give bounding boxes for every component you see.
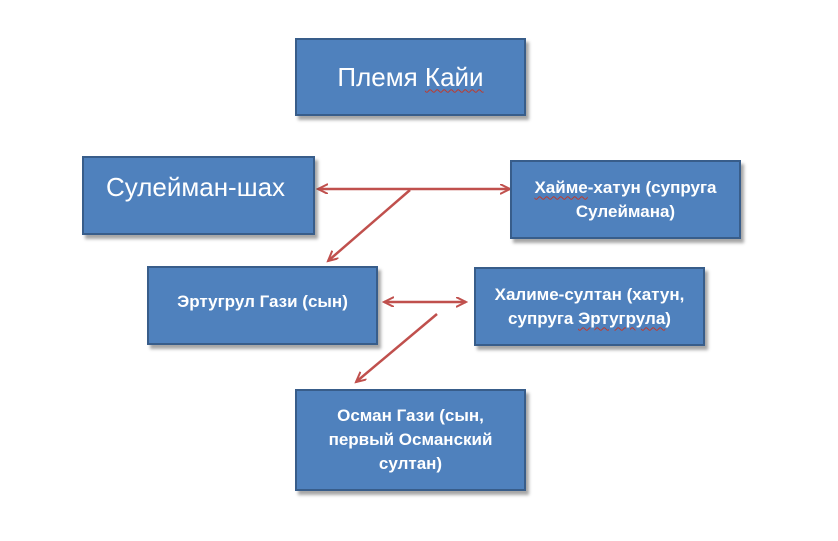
osman-label: Осман Гази (сын, первый Османский султан…	[328, 406, 493, 473]
halime-label-c: )	[665, 308, 671, 328]
arrow-halime-osman	[356, 313, 438, 382]
osman-node: Осман Гази (сын, первый Османский султан…	[295, 389, 526, 491]
suleyman-label: Сулейман-шах	[106, 172, 286, 202]
suleyman-node: Сулейман-шах	[82, 156, 315, 235]
tribe-node: Племя Кайи	[295, 38, 526, 116]
halime-label-b: Эртугрула	[578, 308, 666, 328]
halime-label-a: Халиме-султан (хатун, супруга	[494, 284, 685, 328]
arrow-suleyman-ertugrul	[328, 189, 411, 261]
hayme-node: Хайме-хатун (супруга Сулеймана)	[510, 160, 741, 239]
hayme-label-b: -хатун (супруга Сулеймана)	[575, 177, 717, 221]
tribe-label-b: Кайи	[424, 61, 484, 92]
hayme-label-a: Хайме	[534, 177, 588, 197]
ertugrul-label: Эртугрул Гази (сын)	[177, 292, 348, 311]
ertugrul-node: Эртугрул Гази (сын)	[147, 266, 378, 345]
halime-node: Халиме-султан (хатун, супруга Эртугрула)	[474, 267, 705, 346]
tribe-label-a: Племя	[337, 61, 425, 92]
